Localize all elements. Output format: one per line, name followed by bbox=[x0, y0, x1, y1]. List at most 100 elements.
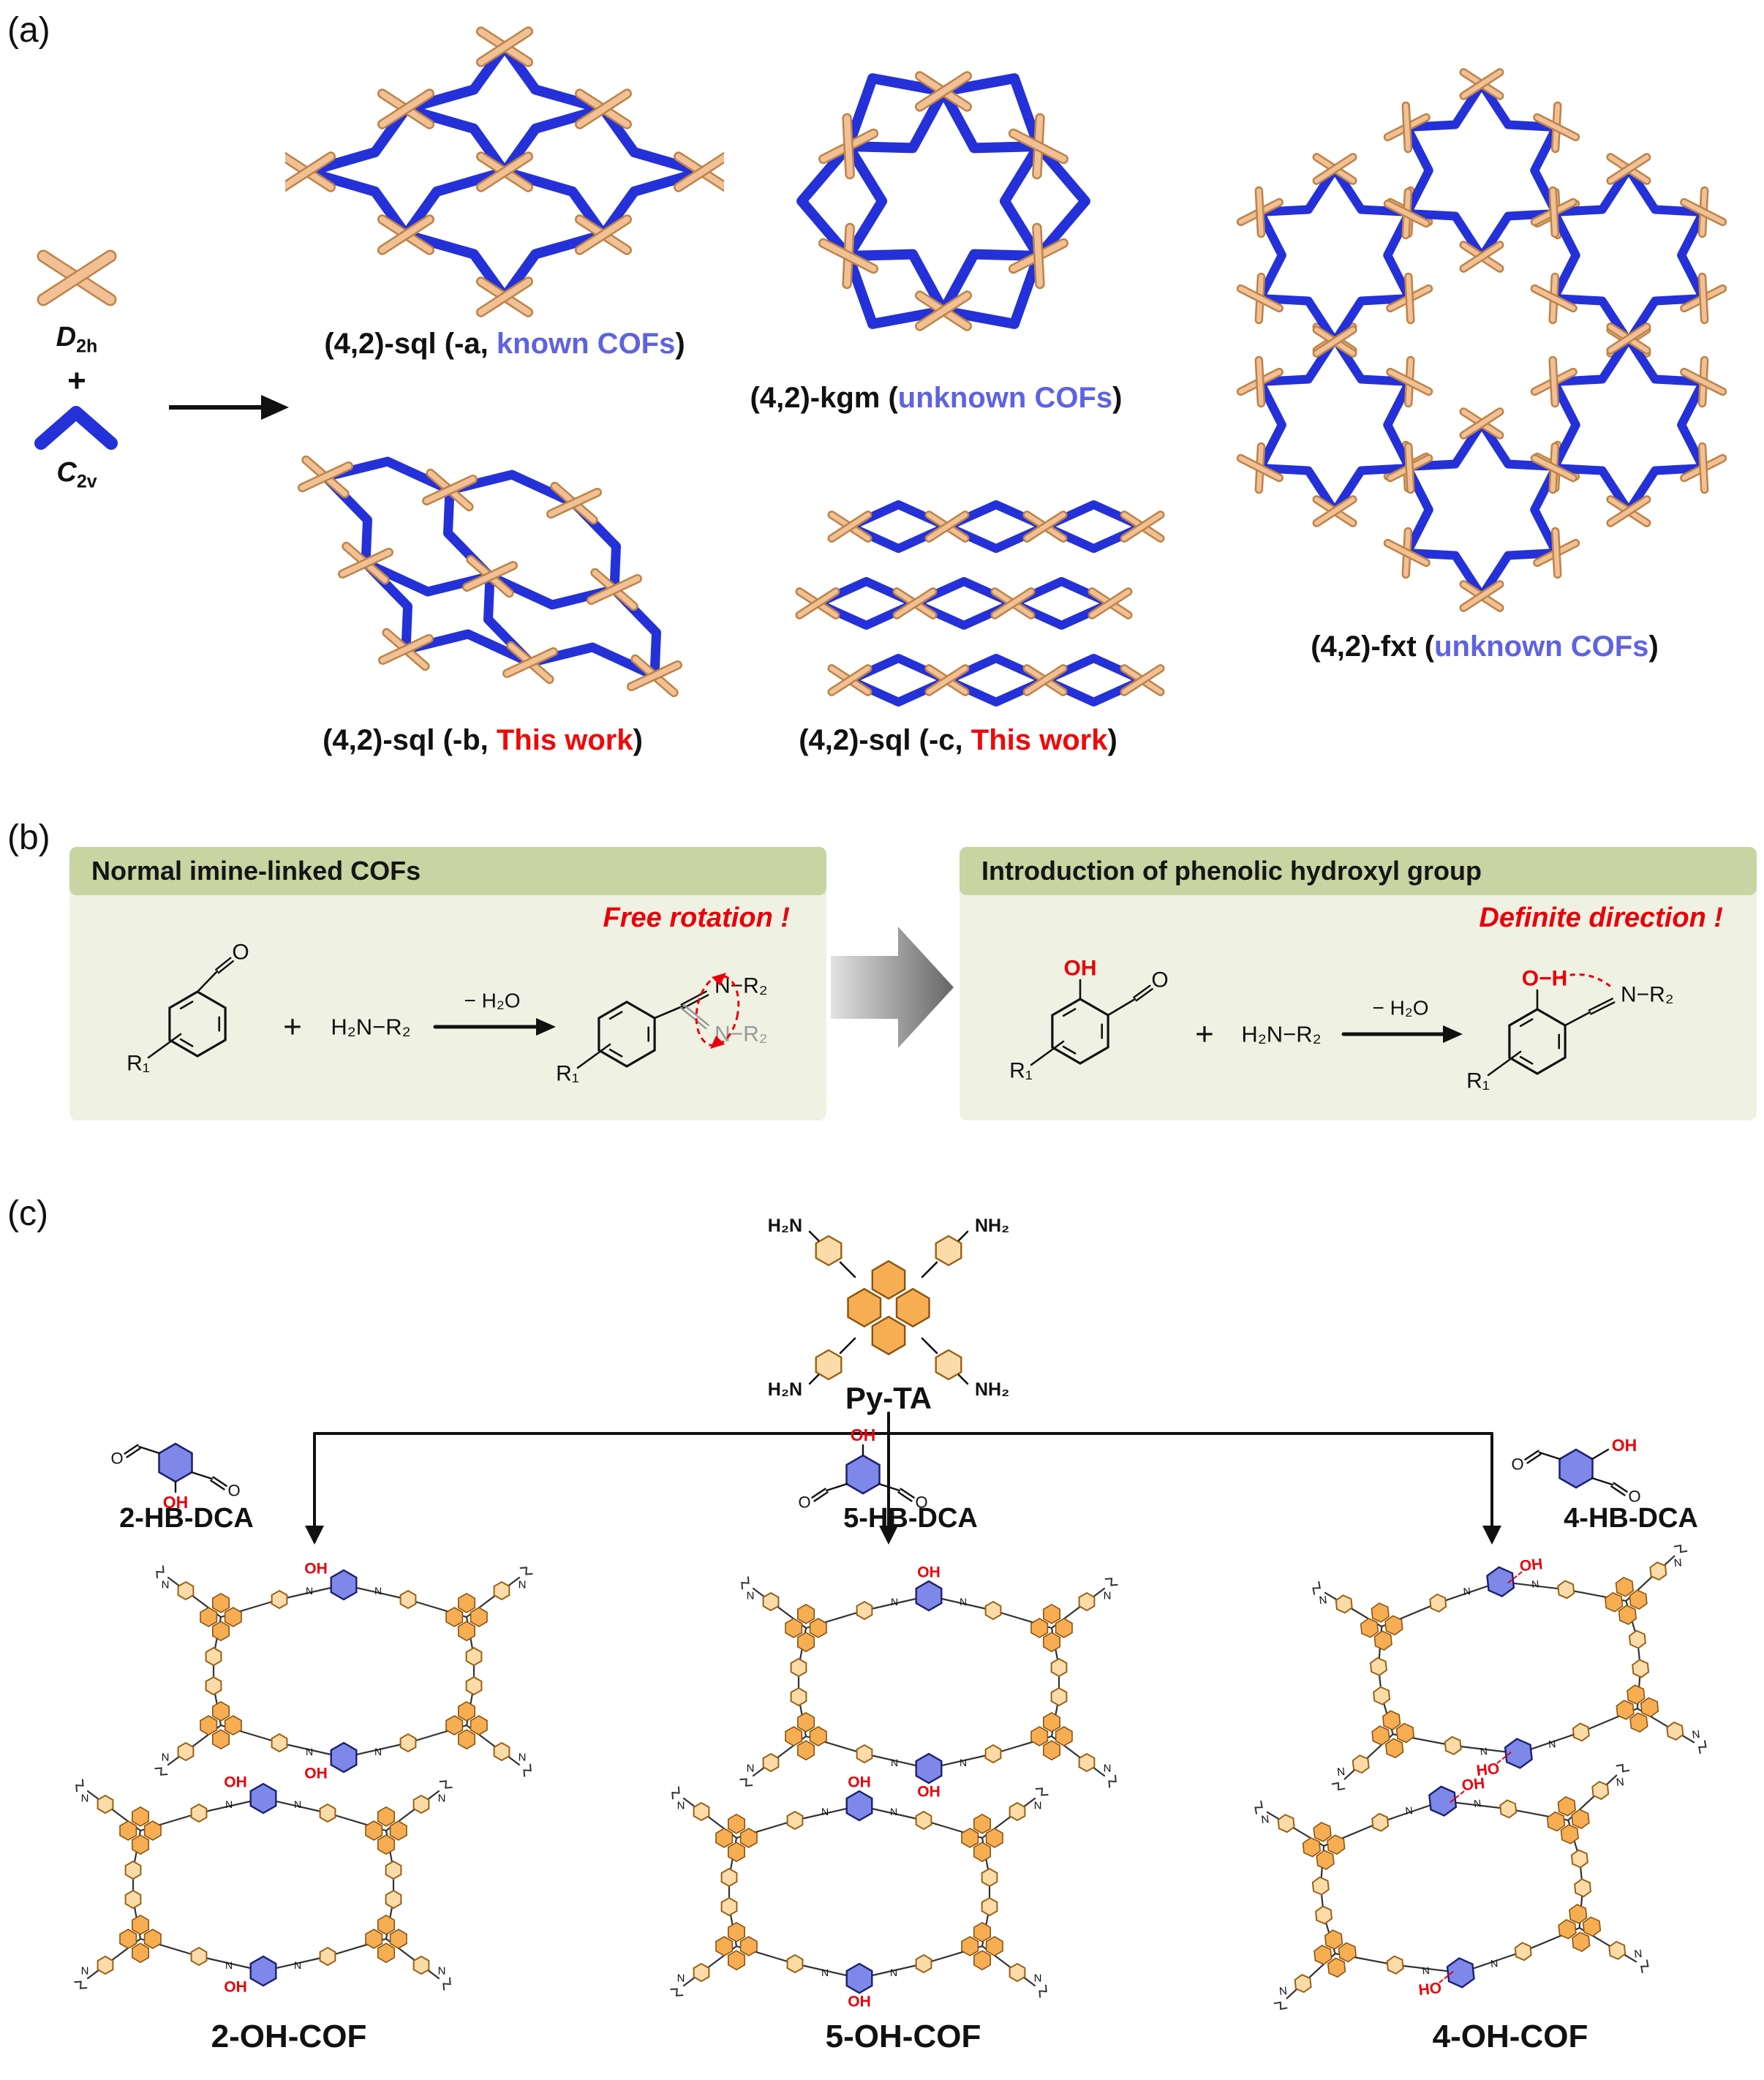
net-sql-b-diagram bbox=[298, 455, 682, 698]
d2h-node-symbol bbox=[37, 249, 117, 306]
net-sql-c-diagram bbox=[795, 500, 1165, 706]
svg-text:OH: OH bbox=[224, 1979, 247, 1996]
svg-text:N: N bbox=[374, 1746, 382, 1757]
svg-text:N: N bbox=[1673, 1556, 1683, 1570]
scheme-transition-arrow bbox=[831, 927, 954, 1048]
py-ta-name: Py-TA bbox=[845, 1381, 932, 1415]
cof-4oh-name: 4-OH-COF bbox=[1432, 2019, 1588, 2054]
svg-text:N: N bbox=[438, 1965, 446, 1978]
svg-text:H₂N−R₂: H₂N−R₂ bbox=[331, 1014, 410, 1040]
net-fxt-diagram bbox=[1236, 68, 1727, 612]
svg-text:N: N bbox=[1634, 1948, 1643, 1961]
svg-text:O: O bbox=[1628, 1488, 1640, 1506]
aldehyde-4hb-dca-name: 4-HB-DCA bbox=[1564, 1503, 1698, 1534]
free-rotation-callout: Free rotation ! bbox=[603, 903, 790, 933]
svg-text:N: N bbox=[294, 1798, 301, 1810]
svg-text:− H₂O: − H₂O bbox=[464, 990, 521, 1012]
svg-text:N: N bbox=[747, 1590, 755, 1602]
svg-text:OH: OH bbox=[917, 1784, 941, 1801]
svg-text:N: N bbox=[677, 1972, 685, 1985]
c2v-linker-symbol bbox=[34, 406, 118, 450]
svg-text:N: N bbox=[162, 1579, 170, 1591]
svg-text:N: N bbox=[890, 1806, 897, 1817]
svg-text:OH: OH bbox=[304, 1766, 328, 1782]
svg-text:N: N bbox=[1034, 1972, 1042, 1985]
svg-text:N: N bbox=[747, 1763, 755, 1775]
svg-text:R₁: R₁ bbox=[127, 1052, 150, 1076]
svg-text:OH: OH bbox=[917, 1564, 941, 1581]
svg-text:OH: OH bbox=[851, 1425, 876, 1444]
panel-a-label: (a) bbox=[7, 11, 50, 50]
phenolic-hydroxyl-box: Introduction of phenolic hydroxyl group … bbox=[960, 847, 1757, 1120]
svg-text:O: O bbox=[232, 941, 249, 965]
net-caption-sql-a: (4,2)-sql (-a, known COFs) bbox=[324, 328, 685, 360]
normal-imine-box: Normal imine-linked COFs Free rotation !… bbox=[69, 847, 826, 1120]
svg-text:N: N bbox=[1034, 1800, 1042, 1812]
svg-text:R₁: R₁ bbox=[556, 1062, 579, 1086]
svg-text:N: N bbox=[1405, 1804, 1414, 1817]
svg-text:+: + bbox=[1195, 1017, 1214, 1052]
svg-text:N: N bbox=[1490, 1957, 1499, 1970]
svg-text:OH: OH bbox=[163, 1493, 189, 1509]
svg-text:N: N bbox=[81, 1793, 89, 1805]
branching-arrows bbox=[305, 1412, 1501, 1545]
svg-text:N: N bbox=[225, 1798, 233, 1810]
svg-text:N: N bbox=[1480, 1745, 1488, 1757]
svg-text:N−R₂: N−R₂ bbox=[1621, 983, 1674, 1007]
net-kgm-diagram bbox=[796, 71, 1090, 331]
normal-imine-header: Normal imine-linked COFs bbox=[69, 847, 826, 895]
svg-text:OH: OH bbox=[1064, 957, 1097, 981]
svg-text:− H₂O: − H₂O bbox=[1373, 997, 1429, 1020]
net-caption-sql-b: (4,2)-sql (-b, This work) bbox=[323, 724, 643, 756]
svg-text:OH: OH bbox=[1519, 1556, 1544, 1575]
cof-2oh-name: 2-OH-COF bbox=[211, 2019, 367, 2054]
svg-text:N: N bbox=[1336, 1766, 1346, 1779]
svg-text:N: N bbox=[890, 1967, 897, 1978]
svg-text:N: N bbox=[225, 1959, 233, 1971]
d2h-label: D2h bbox=[56, 322, 98, 357]
svg-text:N: N bbox=[960, 1757, 967, 1768]
panel-b-label: (b) bbox=[7, 818, 50, 857]
definite-direction-callout: Definite direction ! bbox=[1479, 903, 1723, 933]
svg-text:N: N bbox=[1616, 1776, 1625, 1789]
formation-arrow bbox=[169, 395, 289, 420]
svg-text:N: N bbox=[374, 1585, 382, 1597]
svg-text:N: N bbox=[1473, 1797, 1482, 1809]
svg-text:OH: OH bbox=[304, 1561, 328, 1578]
net-caption-kgm: (4,2)-kgm (unknown COFs) bbox=[750, 382, 1123, 414]
svg-text:N: N bbox=[81, 1965, 89, 1978]
svg-text:N: N bbox=[294, 1959, 301, 1971]
svg-text:N: N bbox=[1319, 1594, 1328, 1607]
svg-text:N: N bbox=[891, 1596, 898, 1608]
net-caption-fxt: (4,2)-fxt (unknown COFs) bbox=[1311, 630, 1659, 663]
aldehyde-4hb-dca-structure: OH O O bbox=[1511, 1436, 1640, 1506]
svg-text:N: N bbox=[306, 1746, 313, 1757]
svg-text:N: N bbox=[891, 1757, 898, 1768]
svg-text:N: N bbox=[1548, 1738, 1556, 1750]
svg-text:N: N bbox=[1692, 1728, 1701, 1741]
svg-text:N: N bbox=[519, 1579, 527, 1591]
svg-text:H₂N: H₂N bbox=[768, 1379, 802, 1400]
svg-text:OH: OH bbox=[848, 1774, 871, 1791]
svg-text:N: N bbox=[821, 1806, 829, 1817]
plus-sign: + bbox=[67, 363, 86, 399]
svg-text:N: N bbox=[519, 1752, 527, 1764]
net-caption-sql-c: (4,2)-sql (-c, This work) bbox=[799, 724, 1117, 756]
svg-text:OH: OH bbox=[224, 1774, 247, 1791]
svg-text:H₂N: H₂N bbox=[768, 1216, 802, 1236]
svg-text:OH: OH bbox=[1461, 1775, 1486, 1794]
svg-text:OH: OH bbox=[848, 1994, 871, 2011]
phenolic-hydroxyl-header: Introduction of phenolic hydroxyl group bbox=[960, 847, 1757, 895]
svg-text:O: O bbox=[915, 1493, 927, 1512]
svg-text:+: + bbox=[283, 1009, 302, 1045]
svg-text:N: N bbox=[821, 1967, 829, 1978]
svg-text:OH: OH bbox=[1612, 1436, 1637, 1455]
svg-text:O: O bbox=[1151, 968, 1168, 992]
svg-text:O: O bbox=[1511, 1455, 1523, 1474]
